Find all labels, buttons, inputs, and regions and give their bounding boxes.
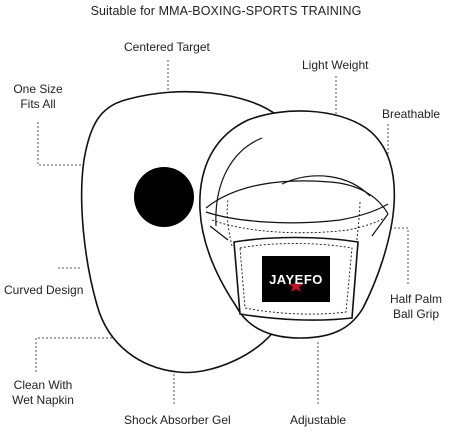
label-one-size: One Size Fits All xyxy=(8,82,68,112)
leader-clean-wet-napkin xyxy=(35,337,120,372)
label-half-palm-line1: Half Palm xyxy=(389,292,442,306)
label-light-weight: Light Weight xyxy=(302,58,369,72)
target-dot xyxy=(134,167,194,227)
logo-star xyxy=(289,279,303,292)
label-one-size-line1: One Size xyxy=(13,82,63,96)
palm-strap-inner xyxy=(239,243,353,315)
leader-one-size xyxy=(37,122,95,166)
label-clean-wet-napkin: Clean With Wet Napkin xyxy=(4,378,82,408)
mitt-stitching xyxy=(205,137,389,241)
label-one-size-line2: Fits All xyxy=(20,97,56,111)
brand-logo-text: JAYEFO xyxy=(269,272,323,287)
diagram-title: Suitable for MMA-BOXING-SPORTS TRAINING xyxy=(90,4,362,18)
label-centered-target: Centered Target xyxy=(124,40,210,54)
label-shock-absorber: Shock Absorber Gel xyxy=(124,413,231,427)
label-half-palm-line2: Ball Grip xyxy=(392,307,439,321)
label-curved-design: Curved Design xyxy=(4,283,84,297)
label-clean-line1: Clean With xyxy=(13,378,73,392)
label-breathable: Breathable xyxy=(382,107,441,121)
label-clean-line2: Wet Napkin xyxy=(12,393,74,407)
label-adjustable: Adjustable xyxy=(290,413,347,427)
label-half-palm-grip: Half Palm Ball Grip xyxy=(386,292,446,322)
